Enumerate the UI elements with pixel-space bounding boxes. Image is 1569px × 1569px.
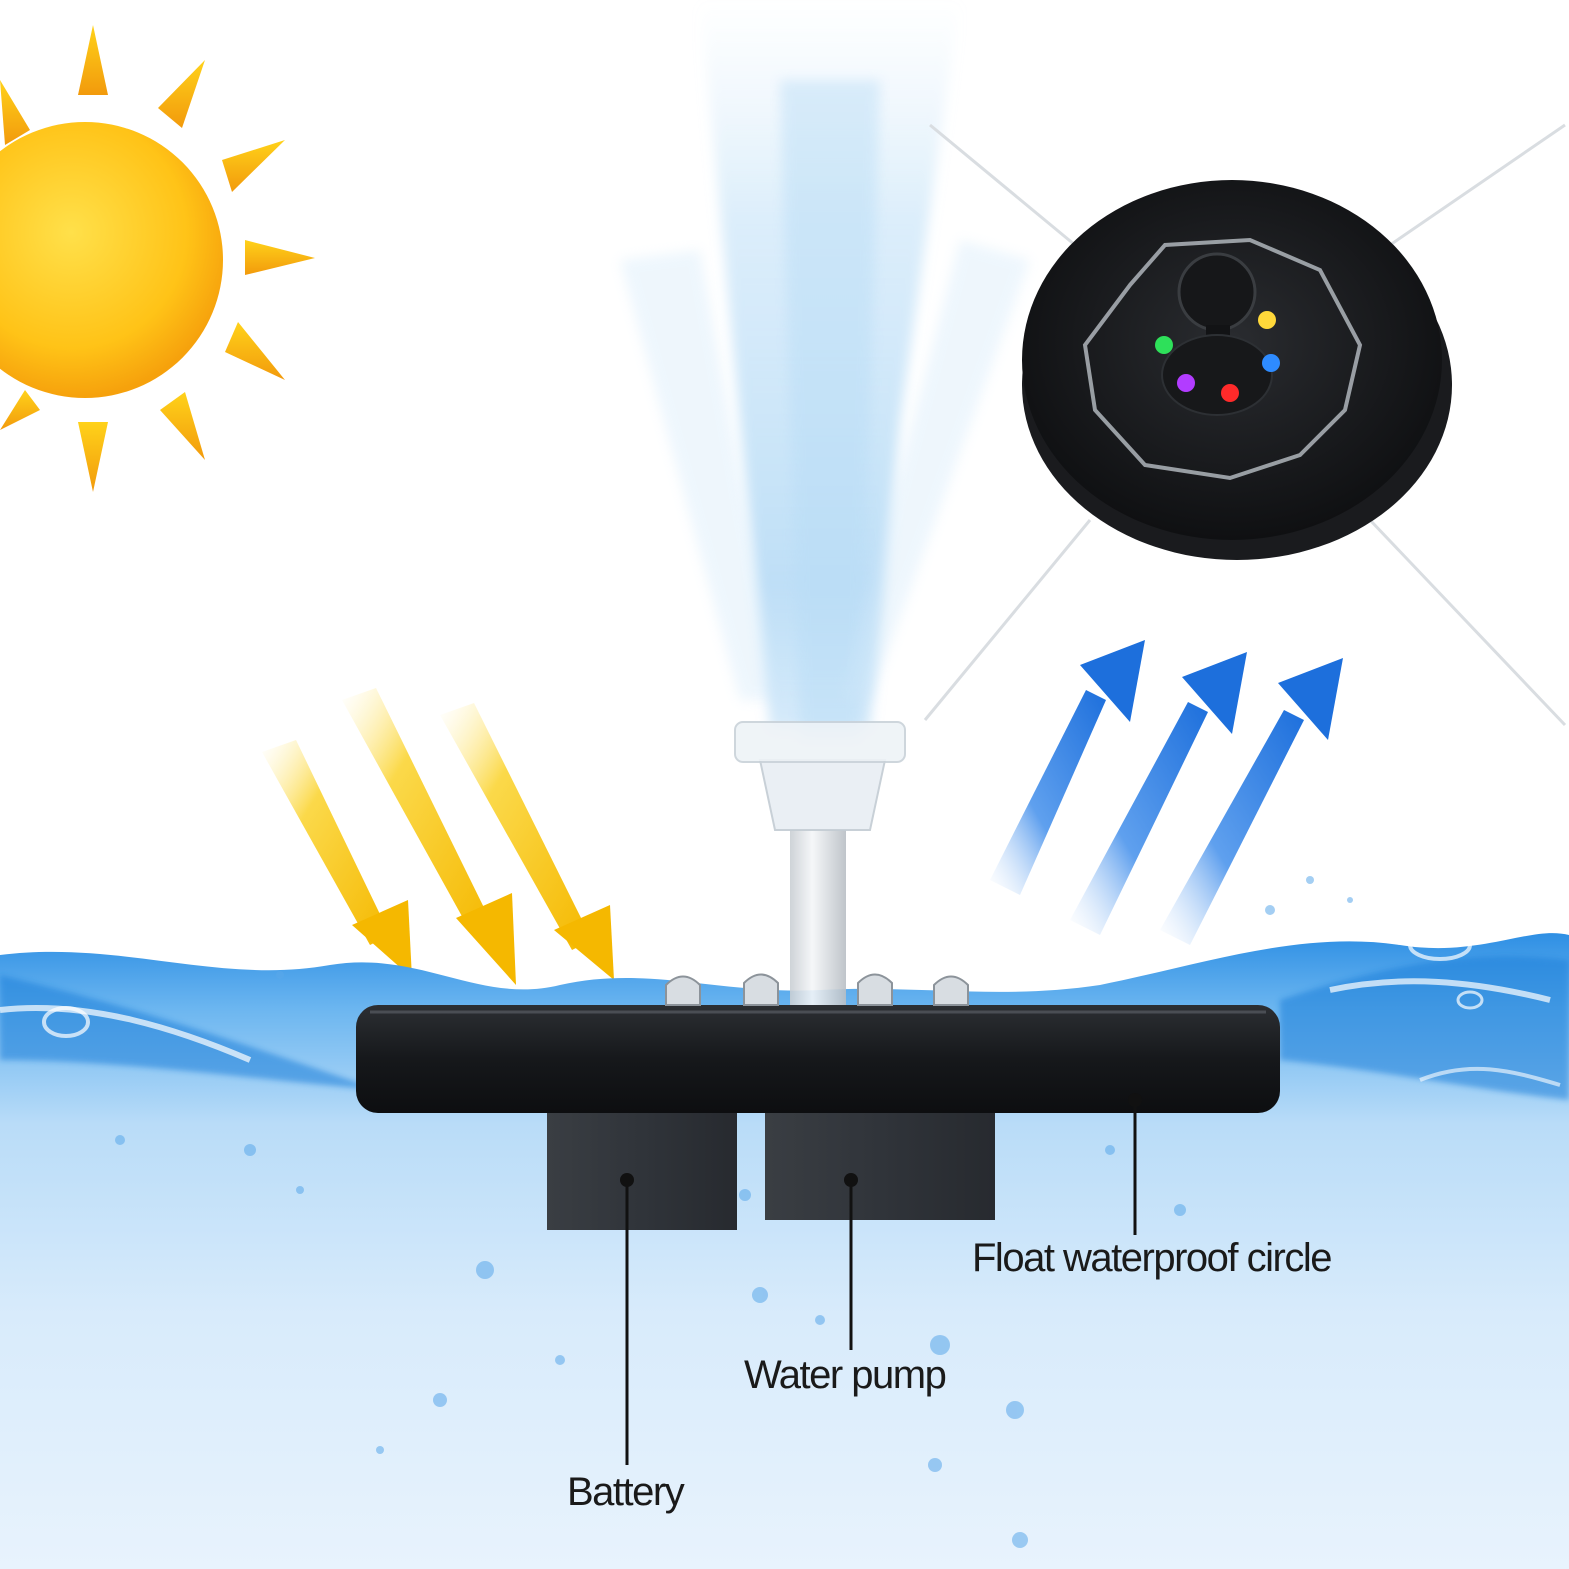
fountain-device xyxy=(356,721,1280,1230)
sunlight-arrow-icon xyxy=(262,740,412,978)
water-drop-icon xyxy=(752,1287,768,1303)
water-drop-icon xyxy=(1265,905,1275,915)
callout-leaders xyxy=(620,1093,1142,1465)
battery-box xyxy=(547,1105,737,1230)
water-drop-icon xyxy=(1306,876,1314,884)
upward-arrow-icon xyxy=(1160,658,1343,945)
water-drop-icon xyxy=(115,1135,125,1145)
water-drop-icon xyxy=(276,971,284,979)
sunlight-arrow-icon xyxy=(440,703,614,980)
water-drop-icon xyxy=(555,1355,565,1365)
sunlight-arrows xyxy=(262,688,614,985)
water-drop-icon xyxy=(1012,1532,1028,1548)
water-drop-icon xyxy=(476,1261,494,1279)
water-drop-icon xyxy=(1347,897,1353,903)
led-domes xyxy=(665,973,969,1006)
water-pump-box xyxy=(765,1105,995,1220)
water-drop-icon xyxy=(928,1458,942,1472)
water-pump-label: Water pump xyxy=(744,1353,947,1397)
upward-arrow-icon xyxy=(990,640,1145,895)
top-view-inset xyxy=(923,123,1567,727)
water-drop-icon xyxy=(815,1315,825,1325)
water-spray xyxy=(620,0,1030,740)
float-waterproof-circle-label: Float waterproof circle xyxy=(972,1236,1332,1280)
water-drop-icon xyxy=(296,1186,304,1194)
sun-icon xyxy=(0,25,315,492)
nozzle-icon xyxy=(734,721,906,1010)
water-drop-icon xyxy=(244,1144,256,1156)
water-drop-icon xyxy=(930,1335,950,1355)
water-drops xyxy=(115,876,1353,1548)
water-drop-icon xyxy=(1174,1204,1186,1216)
upward-arrow-icon xyxy=(1070,652,1247,935)
water-drop-icon xyxy=(433,1393,447,1407)
water-drop-icon xyxy=(376,1446,384,1454)
water-drop-icon xyxy=(1006,1401,1024,1419)
upward-arrows xyxy=(990,640,1343,945)
sunlight-arrow-icon xyxy=(342,688,516,985)
led-lights xyxy=(1155,311,1280,402)
water-drop-icon xyxy=(1105,1145,1115,1155)
battery-label: Battery xyxy=(567,1470,685,1514)
water-drop-icon xyxy=(739,1189,751,1201)
